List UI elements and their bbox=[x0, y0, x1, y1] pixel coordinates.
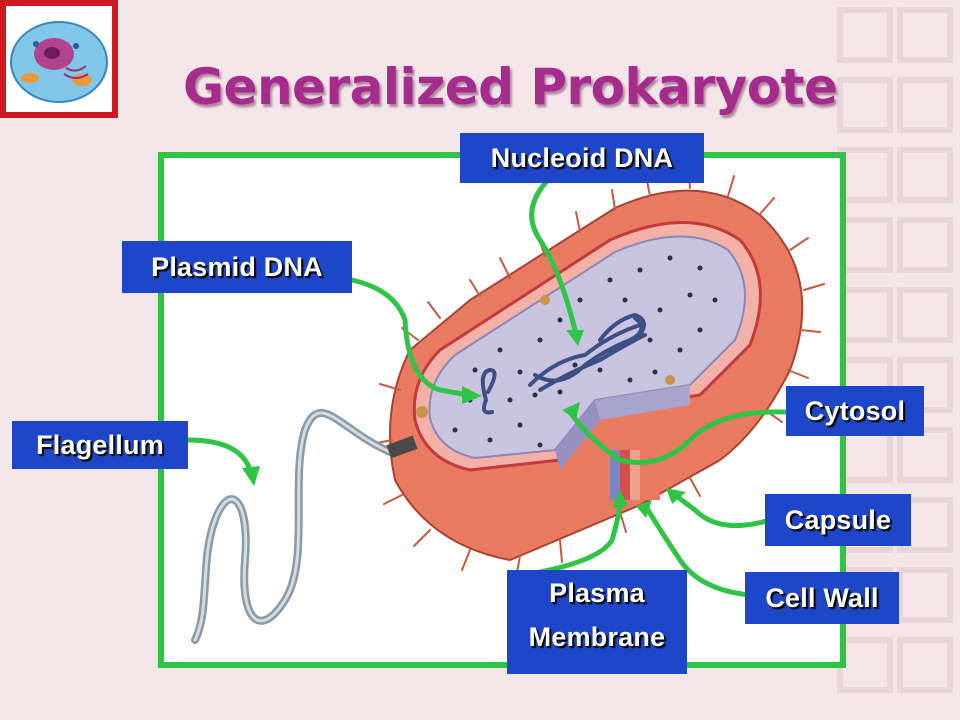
arrowhead-plasmid-dna bbox=[462, 386, 482, 404]
flagellum bbox=[191, 409, 418, 644]
leader-arrowheads bbox=[242, 330, 686, 518]
arrowhead-capsule bbox=[666, 488, 686, 504]
animal-cell-icon bbox=[6, 6, 112, 112]
leader-cell-wall bbox=[642, 502, 753, 598]
label-plasma-membrane: Plasma Membrane bbox=[507, 570, 687, 674]
label-plasma-membrane-line-2: Membrane bbox=[528, 622, 666, 652]
leader-flagellum bbox=[185, 437, 253, 473]
arrowhead-plasma-membrane bbox=[612, 490, 628, 508]
slide-title: Generalized Prokaryote bbox=[183, 58, 838, 116]
cell-thumbnail bbox=[0, 0, 118, 118]
arrowhead-nucleoid-dna bbox=[566, 330, 584, 346]
label-plasmid-dna: Plasmid DNA bbox=[122, 241, 352, 293]
arrowhead-cell-wall bbox=[636, 500, 652, 518]
label-capsule: Capsule bbox=[765, 494, 911, 546]
nucleoid-dna bbox=[528, 312, 647, 392]
leader-nucleoid-dna bbox=[529, 177, 578, 333]
arrowhead-cytosol bbox=[562, 402, 580, 420]
label-plasma-membrane-line-1: Plasma bbox=[549, 578, 645, 608]
label-nucleoid-dna: Nucleoid DNA bbox=[460, 133, 704, 183]
arrowhead-flagellum bbox=[242, 466, 260, 486]
leader-plasma-membrane bbox=[537, 502, 623, 575]
leader-capsule bbox=[672, 492, 773, 529]
label-cell-wall: Cell Wall bbox=[745, 572, 899, 624]
leader-lines bbox=[185, 177, 788, 598]
leader-plasmid-dna bbox=[349, 277, 471, 398]
plasmid-dna bbox=[480, 367, 497, 415]
label-cytosol: Cytosol bbox=[786, 386, 924, 436]
label-flagellum: Flagellum bbox=[12, 421, 188, 469]
leader-cytosol bbox=[567, 409, 788, 465]
